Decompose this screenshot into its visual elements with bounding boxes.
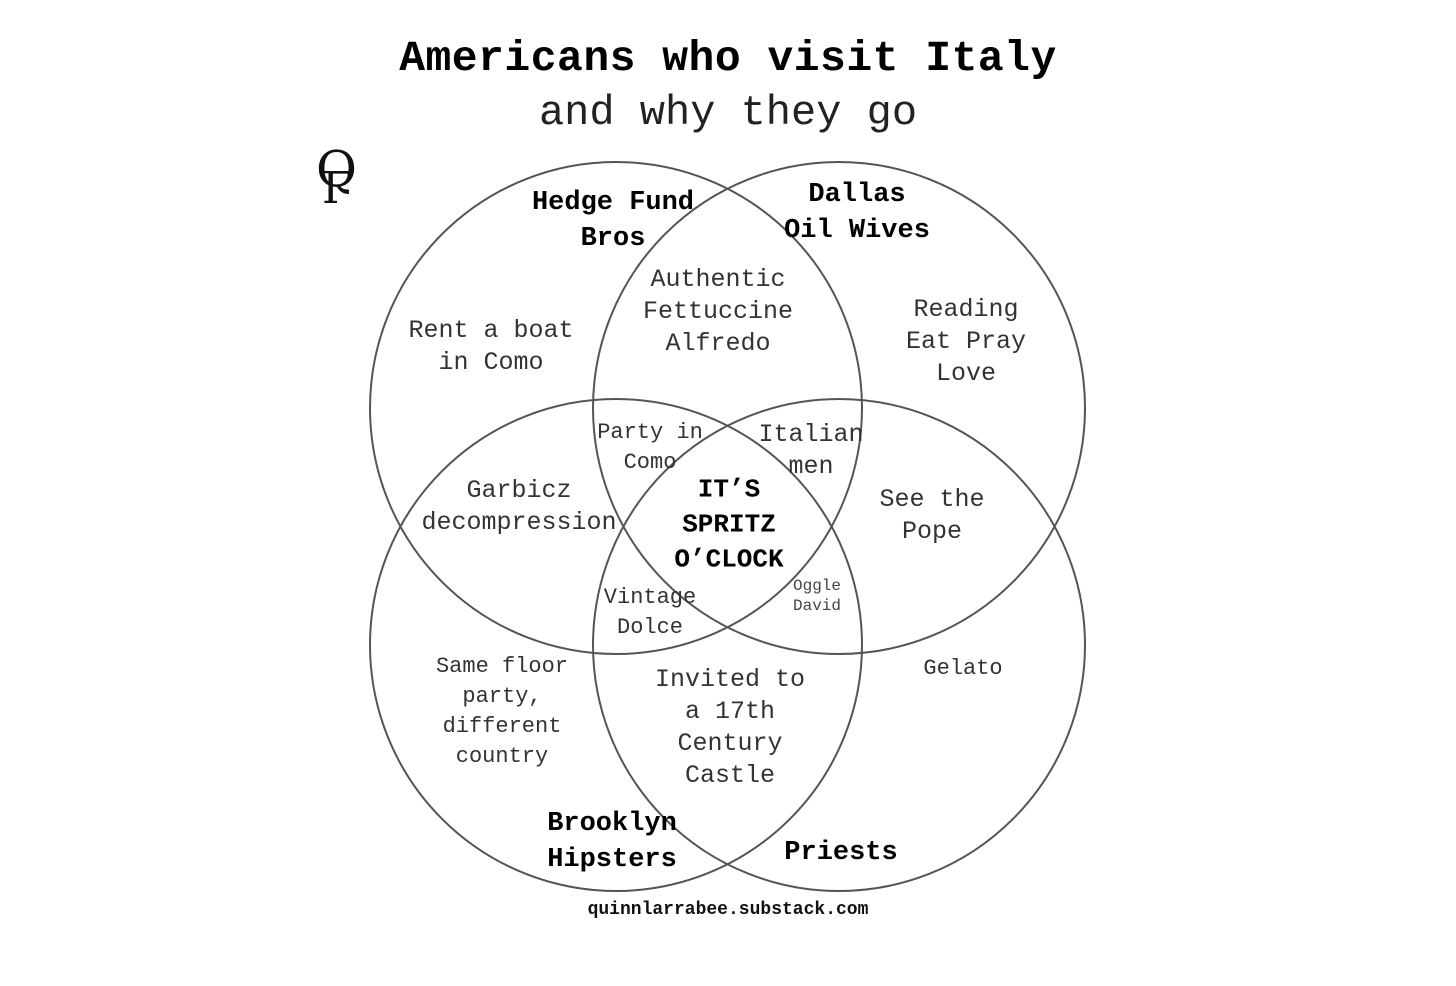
region-eat-pray-love: Reading Eat Pray Love bbox=[905, 295, 1027, 388]
region-party-como: Party in Como bbox=[597, 420, 703, 475]
region-see-pope: See the Pope bbox=[879, 485, 985, 546]
region-rent-boat: Rent a boat in Como bbox=[408, 316, 574, 377]
circle-priests bbox=[592, 398, 1086, 892]
ql-logo: Q L bbox=[312, 140, 372, 220]
region-vintage-dolce: Vintage Dolce bbox=[603, 585, 697, 640]
circle-hedge-fund-bros bbox=[369, 161, 863, 655]
label-hedge-fund-bros: Hedge Fund Bros bbox=[531, 188, 695, 254]
circle-dallas-oil-wives bbox=[592, 161, 1086, 655]
region-garbicz: Garbicz decompression bbox=[421, 476, 617, 537]
credit-url: quinnlarrabee.substack.com bbox=[587, 900, 869, 920]
diagram-subtitle: and why they go bbox=[538, 89, 918, 137]
region-gelato: Gelato bbox=[923, 656, 1003, 681]
label-brooklyn-hipsters: Brooklyn Hipsters bbox=[547, 809, 677, 875]
region-fettuccine: Authentic Fettuccine Alfredo bbox=[642, 265, 794, 358]
region-italian-men: Italian men bbox=[758, 420, 864, 481]
logo-q: Q bbox=[316, 140, 357, 198]
diagram-title: Americans who visit Italy bbox=[399, 34, 1057, 83]
label-priests: Priests bbox=[784, 838, 898, 868]
region-castle: Invited to a 17th Century Castle bbox=[654, 665, 806, 790]
region-oggle-david: Oggle David bbox=[792, 577, 842, 615]
region-spritz-oclock: IT’S SPRITZ O’CLOCK bbox=[674, 474, 784, 575]
circle-brooklyn-hipsters bbox=[369, 398, 863, 892]
label-dallas-oil-wives: Dallas Oil Wives bbox=[784, 180, 930, 246]
region-same-floor: Same floor party, different country bbox=[435, 654, 569, 769]
